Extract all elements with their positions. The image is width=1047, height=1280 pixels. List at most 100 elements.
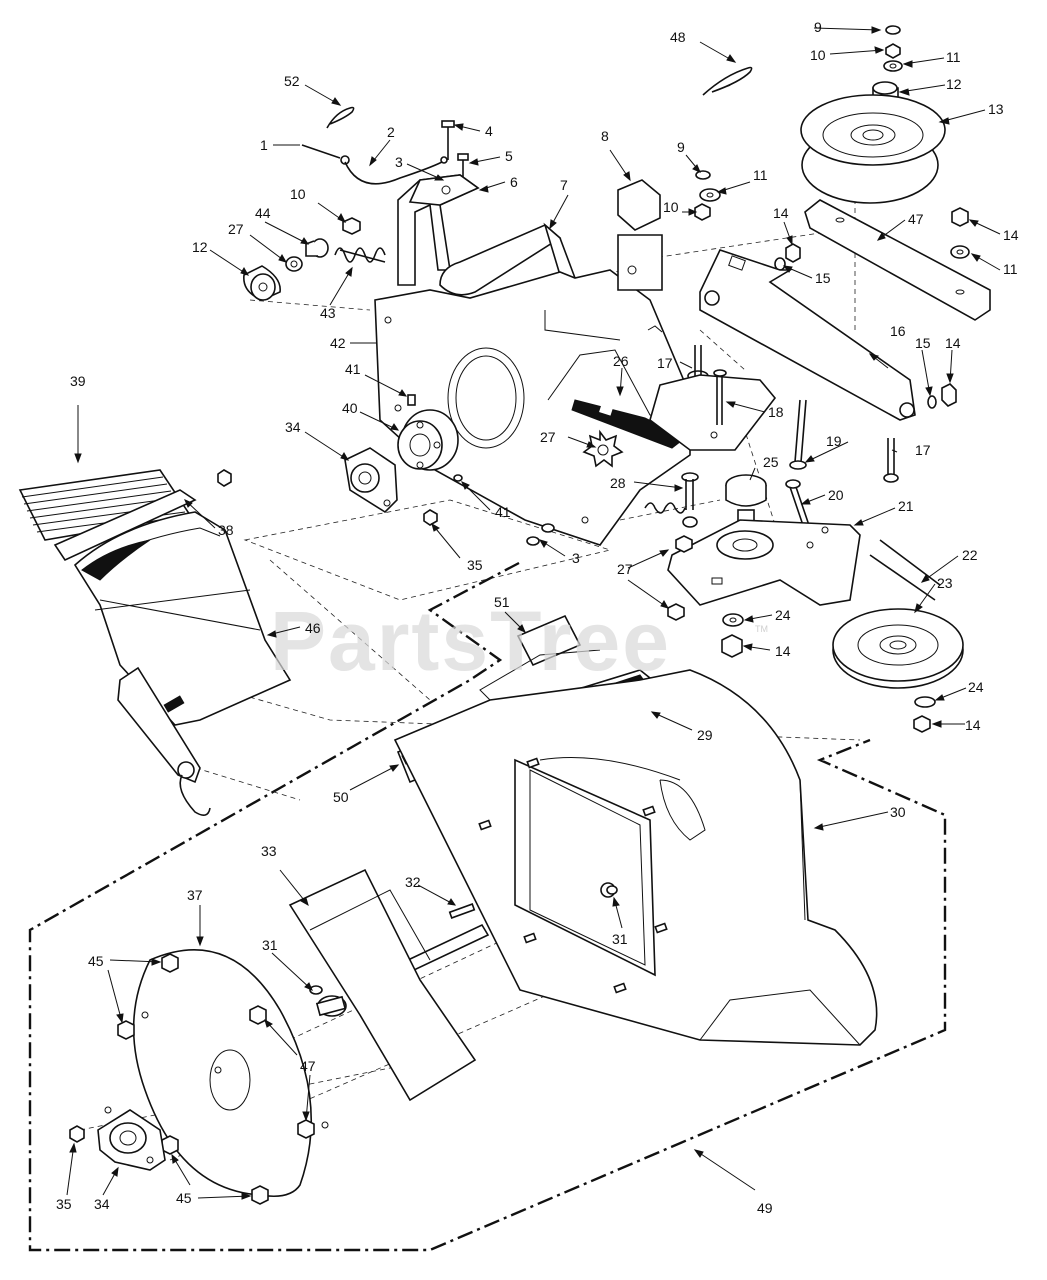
callout-47-top: 47 — [908, 211, 924, 227]
chute-housing-42 — [374, 269, 691, 546]
nut-27-lower — [667, 603, 685, 621]
callout-11-right: 11 — [1003, 261, 1018, 277]
callout-13: 13 — [988, 101, 1004, 117]
callout-12-top: 12 — [946, 76, 962, 92]
callout-7: 7 — [560, 177, 568, 193]
bracket-47-top — [804, 199, 991, 321]
impeller-33 — [288, 868, 477, 1102]
bolt-17-right — [883, 438, 899, 483]
callout-9-mid: 9 — [677, 139, 685, 155]
callout-40: 40 — [342, 400, 358, 416]
callout-35-upper: 35 — [467, 557, 483, 573]
washer-24-lower — [914, 696, 936, 708]
callout-31-left: 31 — [262, 937, 278, 953]
callout-12-left: 12 — [192, 239, 208, 255]
key-32 — [448, 903, 476, 919]
bolt-19 — [789, 399, 807, 470]
callout-1: 1 — [260, 137, 268, 153]
hub-40 — [397, 409, 459, 471]
washer-24-upper — [722, 613, 744, 627]
callout-3-lower: 3 — [572, 550, 580, 566]
star-washer-27-mid — [582, 429, 624, 468]
nut-14-right — [941, 383, 957, 407]
nut-14-left-of-47 — [785, 243, 801, 263]
spacer-44 — [305, 238, 329, 258]
belt-22 — [869, 539, 941, 601]
nut-35-lower — [69, 1125, 85, 1143]
decal-26 — [571, 399, 686, 449]
bolt-4 — [441, 120, 455, 160]
plate-18 — [649, 369, 777, 451]
nut-47-lower — [297, 1119, 315, 1139]
watermark: PartsTree — [270, 594, 671, 688]
cable-assembly-1-2 — [301, 144, 448, 185]
callout-51: 51 — [494, 594, 510, 610]
washer-27-left — [285, 256, 303, 272]
callout-26: 26 — [613, 353, 629, 369]
grip-8 — [617, 179, 663, 291]
callout-11-top: 11 — [946, 49, 961, 65]
end-plate-37 — [132, 948, 329, 1198]
callout-24-lower: 24 — [968, 679, 984, 695]
callout-42: 42 — [330, 335, 346, 351]
callout-31-right: 31 — [612, 931, 628, 947]
callout-34-lower: 34 — [94, 1196, 110, 1212]
bracket-6 — [397, 174, 480, 286]
setscrew-41-upper — [407, 394, 416, 406]
callout-19: 19 — [826, 433, 842, 449]
nut-47-upper — [249, 1005, 267, 1025]
hairpin-clip-48 — [702, 66, 753, 96]
callout-43: 43 — [320, 305, 336, 321]
callout-33: 33 — [261, 843, 277, 859]
callout-52: 52 — [284, 73, 300, 89]
callout-14-mid-lower: 14 — [775, 643, 791, 659]
callout-15-top: 15 — [815, 270, 831, 286]
callout-27-right: 27 — [617, 561, 633, 577]
callout-17-left: 17 — [657, 355, 673, 371]
nut-45-a — [161, 953, 179, 973]
nut-10-left — [342, 217, 361, 235]
nut-14-far-left — [217, 469, 232, 487]
callout-45-lower: 45 — [176, 1190, 192, 1206]
callout-45-upper: 45 — [88, 953, 104, 969]
blower-housing-30 — [393, 649, 878, 1046]
callout-8: 8 — [601, 128, 609, 144]
washer-11-top — [883, 60, 903, 72]
nut-14-bottom-right — [913, 715, 931, 733]
hairpin-clip-52 — [326, 106, 355, 129]
callout-16: 16 — [890, 323, 906, 339]
nut-45-d — [251, 1185, 269, 1205]
chute-46 — [73, 511, 292, 816]
decal-51 — [516, 614, 582, 667]
callout-23: 23 — [937, 575, 953, 591]
callout-10-top: 10 — [810, 47, 826, 63]
callout-27-mid: 27 — [540, 429, 556, 445]
assembly-group-boundary — [28, 561, 947, 1252]
callout-38: 38 — [218, 522, 234, 538]
callout-10-mid: 10 — [663, 199, 679, 215]
callout-37: 37 — [187, 887, 203, 903]
nut-10-top — [885, 43, 901, 59]
watermark-trademark: TM — [755, 624, 768, 634]
callout-4: 4 — [485, 123, 493, 139]
callout-28: 28 — [610, 475, 626, 491]
setscrew-41-lower — [453, 474, 463, 482]
callout-47-lower: 47 — [300, 1058, 316, 1074]
pulley-13 — [800, 94, 946, 204]
nut-14-top-right — [951, 207, 969, 227]
roller-12-left — [243, 265, 281, 301]
arm-16 — [699, 249, 916, 421]
callout-22: 22 — [962, 547, 978, 563]
washer-11-mid — [699, 188, 721, 202]
nut-45-c — [161, 1135, 179, 1155]
callout-6: 6 — [510, 174, 518, 190]
callout-41-lower: 41 — [495, 504, 511, 520]
callout-30: 30 — [890, 804, 906, 820]
callout-14-bottom: 14 — [965, 717, 981, 733]
idler-bracket-21 — [667, 519, 861, 606]
nut-14-mid-lower — [721, 634, 743, 658]
nut-45-b — [117, 1020, 135, 1040]
callout-numbers: 9 10 11 12 13 48 52 1 2 4 5 3 6 7 8 9 11… — [56, 19, 1019, 1216]
callout-10-left: 10 — [290, 186, 306, 202]
